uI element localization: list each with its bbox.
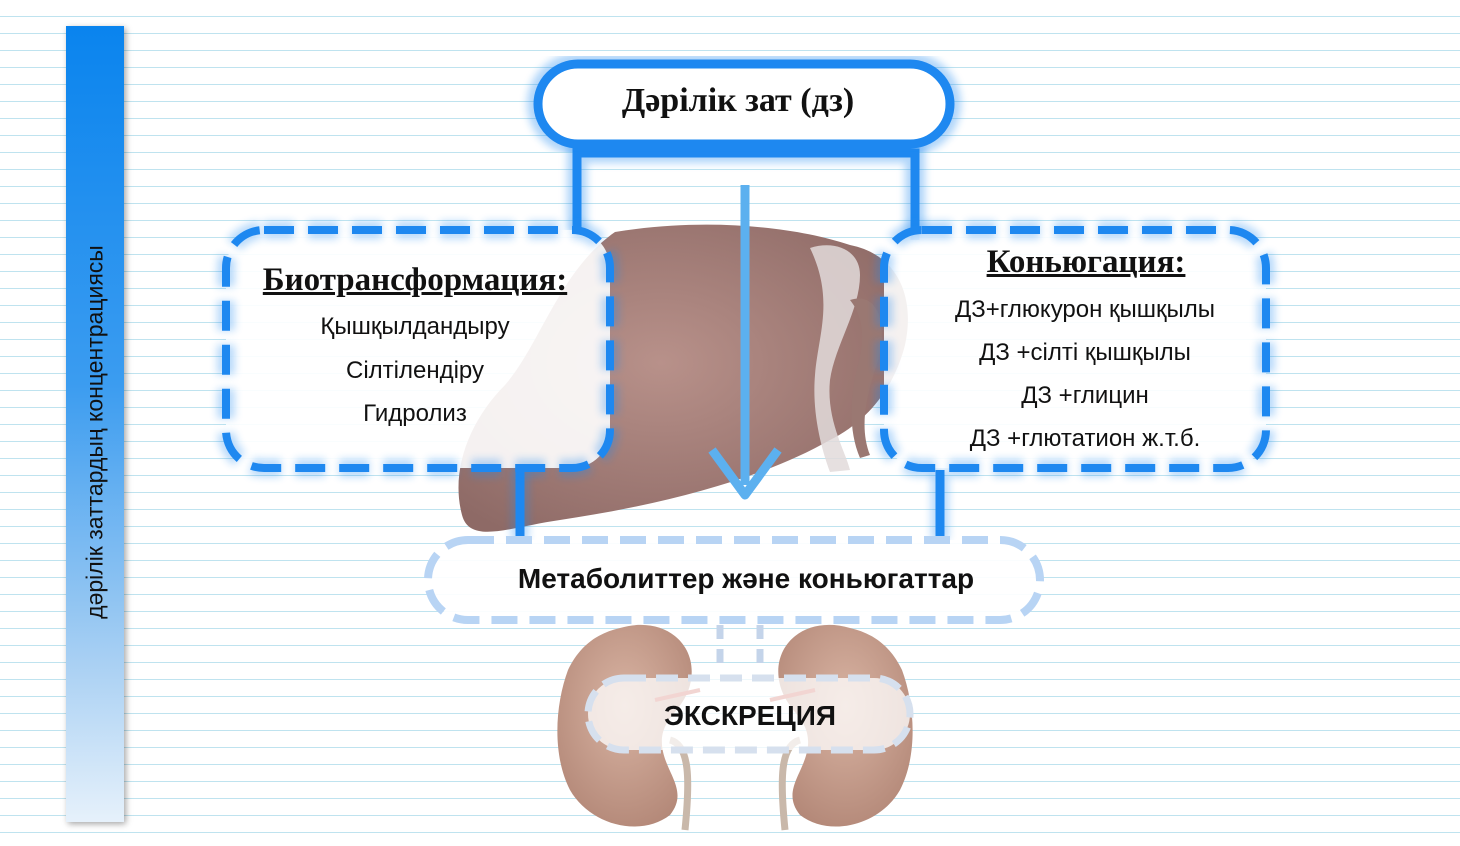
drug-box: [527, 53, 961, 155]
conjugation-item: ДЗ+глюкурон қышқылы: [954, 296, 1216, 323]
excretion-box: [584, 674, 914, 754]
biotransformation-item: Қышқылдандыру: [320, 313, 510, 340]
conjugation-item: ДЗ +глицин: [1021, 382, 1149, 409]
conjugation-box: [875, 221, 1275, 477]
metabolites-box: [424, 536, 1044, 624]
biotransformation-title: Биотрансформация:: [262, 262, 568, 298]
bottom-connectors: [511, 470, 949, 540]
biotransformation-box: [217, 221, 619, 477]
biotransformation-item: Сілтілендіру: [345, 357, 485, 384]
conjugation-item: ДЗ +сілті қышқылы: [979, 339, 1191, 366]
down-arrow: [708, 185, 782, 500]
conjugation-item: ДЗ +глютатион ж.т.б.: [969, 425, 1201, 452]
metabolites-label: Метаболиттер және коньюгаттар: [517, 563, 975, 594]
excretion-label: ЭКСКРЕЦИЯ: [663, 700, 837, 731]
metabolites-excretion-link: [716, 625, 764, 670]
side-bar: [66, 26, 124, 822]
drug-title: Дәрілік зат (дз): [621, 82, 855, 119]
biotransformation-item: Гидролиз: [363, 400, 467, 427]
conjugation-title: Коньюгация:: [986, 244, 1186, 280]
